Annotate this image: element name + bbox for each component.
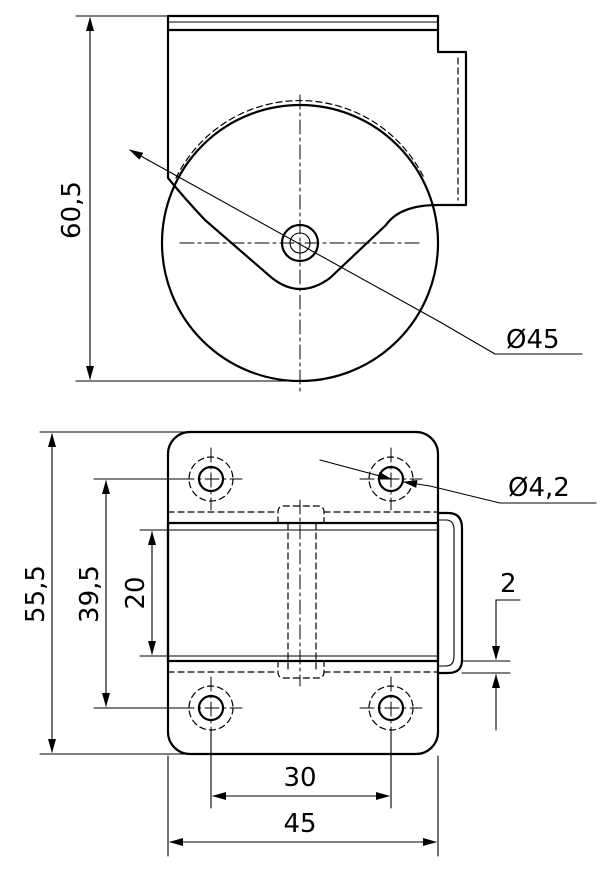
dim-wheel-diameter: Ø45 — [506, 325, 560, 355]
dim-plate-width: 45 — [283, 809, 316, 839]
wheel-band — [166, 521, 440, 663]
dim-total-height: 60,5 — [57, 181, 87, 239]
side-loop — [436, 511, 464, 675]
dim-wall-thickness: 2 — [500, 569, 517, 599]
mount-plate — [166, 430, 440, 756]
side-view: Ø45 60,5 — [57, 14, 583, 396]
mount-plate-top — [166, 14, 440, 32]
plan-view: Ø4,2 55,5 39,5 20 2 30 45 — [21, 430, 597, 857]
hole-top-left — [179, 447, 243, 511]
dim-plate-length: 55,5 — [21, 565, 51, 623]
bracket-outline — [166, 28, 468, 290]
dim-hole-spacing-x: 30 — [283, 763, 316, 793]
dim-hole-diameter: Ø4,2 — [508, 473, 570, 503]
dim-bracket-width: 20 — [121, 576, 151, 609]
dim-hole-spacing-y: 39,5 — [75, 565, 105, 623]
